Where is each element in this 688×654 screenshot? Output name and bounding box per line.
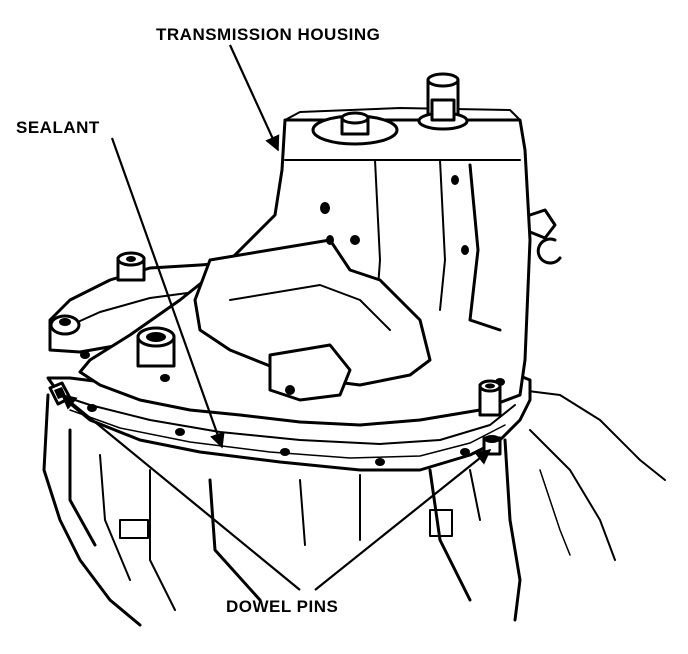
dowel-pins-leader-right bbox=[314, 449, 492, 591]
lower-clutch-housing bbox=[42, 389, 666, 627]
dowel-pins-leader-left bbox=[60, 394, 301, 591]
side-clip bbox=[528, 208, 562, 265]
center-boss bbox=[136, 326, 176, 368]
top-shafts bbox=[311, 72, 469, 146]
sealant-leader bbox=[110, 137, 225, 449]
label-transmission-housing: TRANSMISSION HOUSING bbox=[156, 25, 380, 44]
transmission-housing-leader bbox=[228, 44, 280, 152]
label-dowel-pins: DOWEL PINS bbox=[226, 597, 338, 616]
flange-bolt-holes bbox=[80, 351, 505, 466]
transmission-housing-body bbox=[78, 107, 532, 427]
dowel-pin-right bbox=[482, 435, 502, 456]
label-sealant: SEALANT bbox=[16, 118, 100, 137]
top-dowel-right bbox=[478, 379, 502, 417]
